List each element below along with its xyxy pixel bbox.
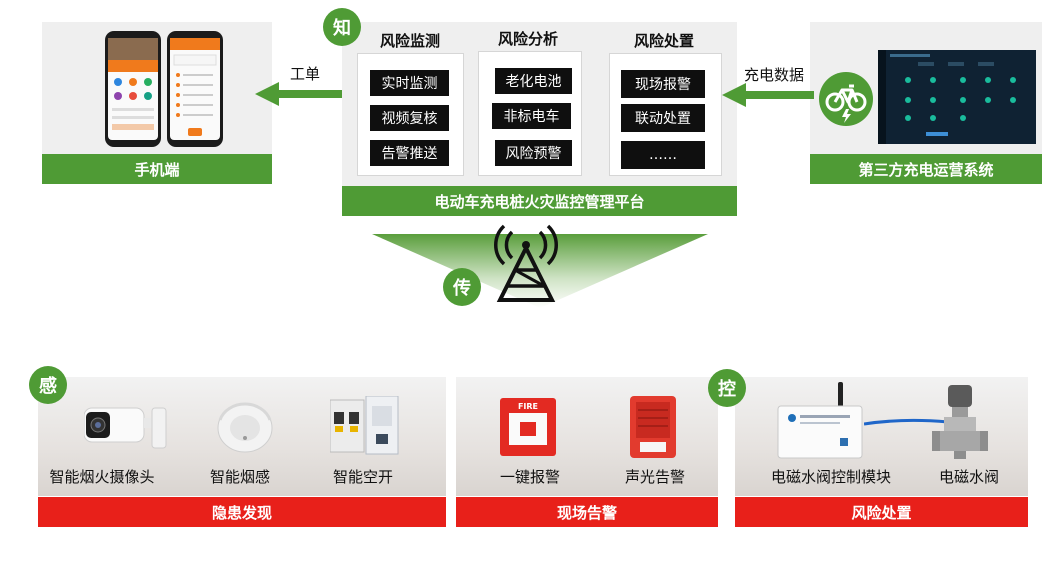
phone-left-icon [105,31,161,147]
valve-control-module-icon [777,382,863,459]
btn-linkage-handling[interactable]: 联动处置 [621,104,705,132]
group-title-handling: 风险处置 [735,497,1028,527]
tower-icon [494,224,558,302]
col-title-monitor: 风险监测 [379,32,440,50]
mobile-panel [42,22,272,160]
badge-sense: 感 [29,366,67,404]
ebike-charge-icon [819,72,873,126]
btn-nonstandard-ev[interactable]: 非标电车 [492,103,571,129]
blue-cable [864,418,948,426]
transmission-funnel [372,234,708,308]
device-label-camera: 智能烟火摄像头 [49,468,155,486]
btn-alarm-push[interactable]: 告警推送 [370,140,449,166]
btn-realtime-monitor[interactable]: 实时监测 [370,70,449,96]
dashboard-screen [878,50,1036,144]
arrow-right-icon [722,83,814,107]
btn-aging-battery[interactable]: 老化电池 [495,68,572,94]
third-party-title: 第三方充电运营系统 [810,154,1042,184]
device-label-soundlight: 声光告警 [624,468,685,486]
camera-icon [84,407,167,449]
platform-title: 电动车充电桩火灾监控管理平台 [342,186,737,216]
device-label-valve-module: 电磁水阀控制模块 [770,468,891,486]
device-label-onekey: 一键报警 [499,468,560,486]
third-party-panel [810,22,1042,160]
device-label-smoke: 智能烟感 [209,468,270,486]
group-title-alarm: 现场告警 [456,497,718,527]
smoke-detector-icon [217,402,273,453]
fire-text: FIRE [518,402,538,411]
arrow-left-icon [255,82,347,106]
phone-right-icon [167,31,223,147]
mobile-title: 手机端 [42,154,272,184]
btn-more[interactable]: …… [621,141,705,169]
col-title-handling: 风险处置 [633,32,694,50]
solenoid-valve-icon [932,385,988,459]
work-order-label: 工单 [289,65,320,83]
manual-alarm-icon: FIRE [500,398,556,456]
smart-breaker-icon [330,396,399,455]
badge-know: 知 [323,8,361,46]
btn-video-review[interactable]: 视频复核 [370,105,449,131]
sound-light-alarm-icon [630,396,676,458]
btn-risk-warning[interactable]: 风险预警 [495,140,572,166]
col-title-analysis: 风险分析 [497,30,558,48]
charging-data-label: 充电数据 [743,66,804,84]
device-label-valve: 电磁水阀 [938,468,999,486]
group-title-hazard: 隐患发现 [38,497,446,527]
badge-transmit: 传 [443,268,481,306]
device-label-breaker: 智能空开 [332,468,393,486]
badge-control: 控 [708,369,746,407]
btn-onsite-alarm[interactable]: 现场报警 [621,70,705,98]
